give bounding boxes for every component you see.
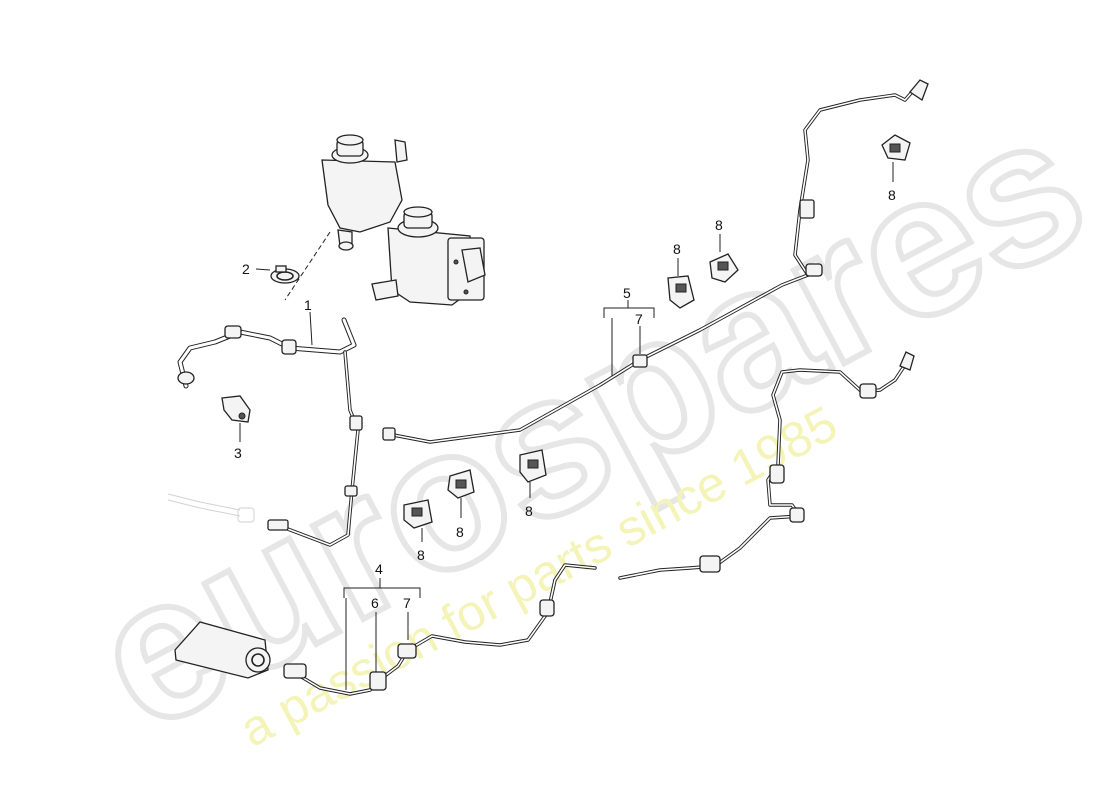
bracket-8d <box>519 449 547 483</box>
callout-1: 1 <box>304 297 312 313</box>
suction-hose <box>177 317 363 547</box>
callout-8-mid: 8 <box>673 241 681 257</box>
callout-8-top-right: 8 <box>888 187 896 203</box>
callout-8-left: 8 <box>417 547 425 563</box>
clip-3 <box>221 395 251 423</box>
pressure-hose-assembly <box>174 563 597 696</box>
callout-7-lower: 7 <box>403 595 411 611</box>
callout-4: 4 <box>375 561 383 577</box>
fluid-reservoir-with-bracket <box>371 206 486 306</box>
bracket-8a <box>881 134 911 161</box>
bracket-8c <box>667 275 695 309</box>
hose-clamp <box>270 265 300 284</box>
callout-8-center-left: 8 <box>456 524 464 540</box>
callout-8-mid-right: 8 <box>715 217 723 233</box>
callout-6: 6 <box>371 595 379 611</box>
callout-2: 2 <box>242 261 250 277</box>
fluid-reservoir-outline <box>321 134 408 251</box>
callout-5: 5 <box>623 285 631 301</box>
callout-7-upper: 7 <box>635 311 643 327</box>
bracket-8f <box>403 499 433 529</box>
bracket-8b <box>709 253 739 283</box>
callouts: 1 2 3 4 5 6 7 7 8 8 8 8 8 8 <box>234 187 896 611</box>
callout-8-center: 8 <box>525 503 533 519</box>
return-pipe <box>382 79 929 444</box>
feed-pipe-right <box>618 351 915 580</box>
callout-3: 3 <box>234 445 242 461</box>
bracket-8e <box>447 469 475 499</box>
